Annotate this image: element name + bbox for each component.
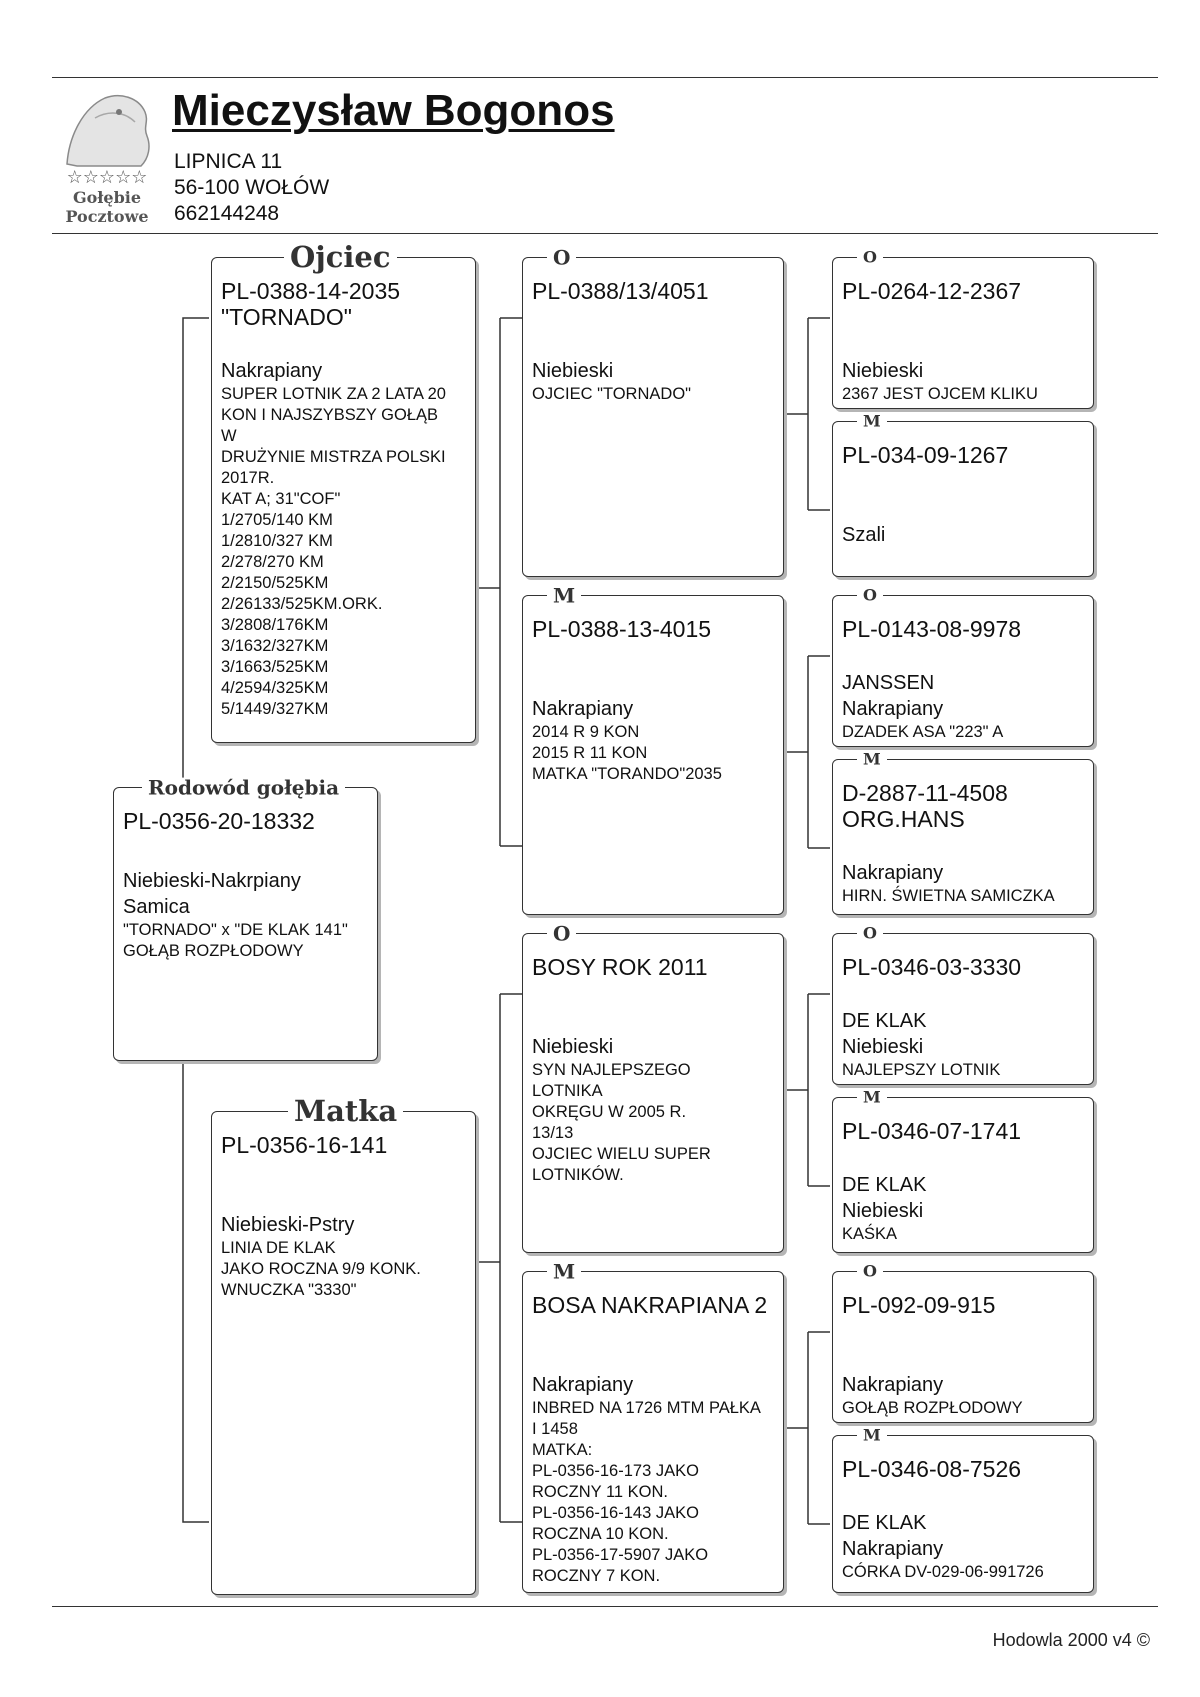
paternal-grandmother-card[interactable]: M PL-0388-13-4015 Nakrapiany 2014 R 9 KO… <box>522 585 784 915</box>
ggp-mmm-ring: PL-0346-08-7526 <box>842 1456 1022 1482</box>
ggp-mff-label: O <box>857 925 883 942</box>
paternal-grandmother-ring: PL-0388-13-4015 <box>532 616 712 642</box>
ggp-mmm-card[interactable]: M PL-0346-08-7526 DE KLAK Nakrapiany CÓR… <box>832 1427 1094 1593</box>
paternal-grandfather-notes: OJCIEC "TORNADO" <box>532 385 692 403</box>
ggp-ffm-label: M <box>857 413 887 430</box>
mother-label: Matka <box>288 1096 404 1126</box>
ggp-fmf-color: JANSSEN Nakrapiany <box>842 672 944 720</box>
ggp-mmf-ring: PL-092-09-915 <box>842 1292 996 1318</box>
ggp-mmf-card[interactable]: O PL-092-09-915 Nakrapiany GOŁĄB ROZPŁOD… <box>832 1263 1094 1423</box>
address-line-2: 56-100 WOŁÓW <box>174 176 330 199</box>
mother-notes: LINIA DE KLAK JAKO ROCZNA 9/9 KONK. WNUC… <box>221 1239 421 1299</box>
header-rule <box>52 233 1158 234</box>
pigeon-logo: ☆☆☆☆☆ Gołębie Pocztowe <box>65 94 150 226</box>
mother-ring: PL-0356-16-141 <box>221 1132 388 1158</box>
maternal-grandmother-label: M <box>547 1261 582 1282</box>
ggp-mmf-notes: GOŁĄB ROZPŁODOWY <box>842 1399 1023 1417</box>
ggp-mfm-color: DE KLAK Niebieski <box>842 1174 927 1222</box>
maternal-grandmother-notes: INBRED NA 1726 MTM PAŁKA I 1458 MATKA: P… <box>532 1399 761 1585</box>
ggp-fff-color: Niebieski <box>842 360 924 382</box>
subject-pigeon-card[interactable]: Rodowód gołębia PL-0356-20-18332 Niebies… <box>113 777 378 1061</box>
subject-notes: "TORNADO" x "DE KLAK 141" GOŁĄB ROZPŁODO… <box>123 921 348 960</box>
ggp-mff-color: DE KLAK Niebieski <box>842 1010 927 1058</box>
maternal-grandfather-ring: BOSY ROK 2011 <box>532 954 708 980</box>
ggp-mff-card[interactable]: O PL-0346-03-3330 DE KLAK Niebieski NAJL… <box>832 925 1094 1085</box>
maternal-grandfather-color: Niebieski <box>532 1036 614 1058</box>
maternal-grandmother-card[interactable]: M BOSA NAKRAPIANA 2 Nakrapiany INBRED NA… <box>522 1261 784 1593</box>
maternal-grandfather-notes: SYN NAJLEPSZEGO LOTNIKA OKRĘGU W 2005 R.… <box>532 1061 711 1184</box>
ggp-mmm-notes: CÓRKA DV-029-06-991726 <box>842 1563 1044 1581</box>
ggp-mfm-ring: PL-0346-07-1741 <box>842 1118 1022 1144</box>
father-label: Ojciec <box>284 242 397 272</box>
subject-color: Niebieski-Nakrpiany Samica <box>123 870 301 918</box>
subject-label: Rodowód gołębia <box>142 777 346 798</box>
maternal-grandmother-color: Nakrapiany <box>532 1374 634 1396</box>
ggp-ffm-card[interactable]: M PL-034-09-1267 Szali <box>832 413 1094 577</box>
ggp-mmm-label: M <box>857 1427 887 1444</box>
father-color: Nakrapiany <box>221 360 323 382</box>
logo-text-pocztowe: Pocztowe <box>65 207 148 226</box>
subject-ring: PL-0356-20-18332 <box>123 808 315 834</box>
ggp-mff-notes: NAJLEPSZY LOTNIK <box>842 1061 1001 1079</box>
ggp-fmf-ring: PL-0143-08-9978 <box>842 616 1022 642</box>
logo-stars: ☆☆☆☆☆ <box>67 167 148 188</box>
paternal-grandfather-color: Niebieski <box>532 360 614 382</box>
paternal-grandmother-notes: 2014 R 9 KON 2015 R 11 KON MATKA "TORAND… <box>532 723 722 783</box>
maternal-grandfather-label: O <box>547 923 577 944</box>
address-line-1: LIPNICA 11 <box>174 150 283 173</box>
footer-rule <box>52 1606 1158 1607</box>
ggp-fmm-color: Nakrapiany <box>842 862 944 884</box>
ggp-mmm-color: DE KLAK Nakrapiany <box>842 1512 944 1560</box>
top-rule <box>52 77 1158 78</box>
ggp-fff-ring: PL-0264-12-2367 <box>842 278 1022 304</box>
ggp-fmm-card[interactable]: M D-2887-11-4508 ORG.HANS Nakrapiany HIR… <box>832 751 1094 915</box>
phone-number: 662144248 <box>174 202 280 225</box>
footer-credit: Hodowla 2000 v4 © <box>992 1630 1150 1650</box>
ggp-fff-label: O <box>857 249 883 266</box>
logo-text-golebie: Gołębie <box>73 188 141 207</box>
ggp-fmm-ring: D-2887-11-4508 ORG.HANS <box>842 780 1008 832</box>
paternal-grandfather-card[interactable]: O PL-0388/13/4051 Niebieski OJCIEC "TORN… <box>522 247 784 577</box>
owner-name: Mieczysław Bogonos <box>172 86 615 135</box>
ggp-fmf-notes: DZADEK ASA "223" A <box>842 723 1004 741</box>
maternal-grandmother-ring: BOSA NAKRAPIANA 2 <box>532 1292 768 1318</box>
pigeon-head-icon <box>66 94 150 167</box>
paternal-grandmother-color: Nakrapiany <box>532 698 634 720</box>
ggp-mmf-color: Nakrapiany <box>842 1374 944 1396</box>
ggp-mff-ring: PL-0346-03-3330 <box>842 954 1022 980</box>
paternal-grandfather-ring: PL-0388/13/4051 <box>532 278 709 304</box>
ggp-mfm-notes: KAŚKA <box>842 1225 898 1243</box>
ggp-mmf-label: O <box>857 1263 883 1280</box>
ggp-mfm-label: M <box>857 1089 887 1106</box>
paternal-grandfather-label: O <box>547 247 577 268</box>
paternal-grandmother-label: M <box>547 585 582 606</box>
ggp-mfm-card[interactable]: M PL-0346-07-1741 DE KLAK Niebieski KAŚK… <box>832 1089 1094 1253</box>
ggp-ffm-color: Szali <box>842 524 886 546</box>
mother-card[interactable]: Matka PL-0356-16-141 Niebieski-Pstry LIN… <box>211 1096 476 1595</box>
mother-color: Niebieski-Pstry <box>221 1214 355 1236</box>
ggp-fmf-label: O <box>857 587 883 604</box>
ggp-fff-card[interactable]: O PL-0264-12-2367 Niebieski 2367 JEST OJ… <box>832 249 1094 409</box>
maternal-grandfather-card[interactable]: O BOSY ROK 2011 Niebieski SYN NAJLEPSZEG… <box>522 923 784 1253</box>
father-card[interactable]: Ojciec PL-0388-14-2035 "TORNADO" Nakrapi… <box>211 242 476 743</box>
ggp-fmm-notes: HIRN. ŚWIETNA SAMICZKA <box>842 887 1055 905</box>
father-notes: SUPER LOTNIK ZA 2 LATA 20 KON I NAJSZYBS… <box>221 385 446 718</box>
ggp-fff-notes: 2367 JEST OJCEM KLIKU <box>842 385 1038 403</box>
ggp-fmf-card[interactable]: O PL-0143-08-9978 JANSSEN Nakrapiany DZA… <box>832 587 1094 747</box>
father-ring: PL-0388-14-2035 "TORNADO" <box>221 278 401 330</box>
ggp-fmm-label: M <box>857 751 887 768</box>
ggp-ffm-ring: PL-034-09-1267 <box>842 442 1009 468</box>
